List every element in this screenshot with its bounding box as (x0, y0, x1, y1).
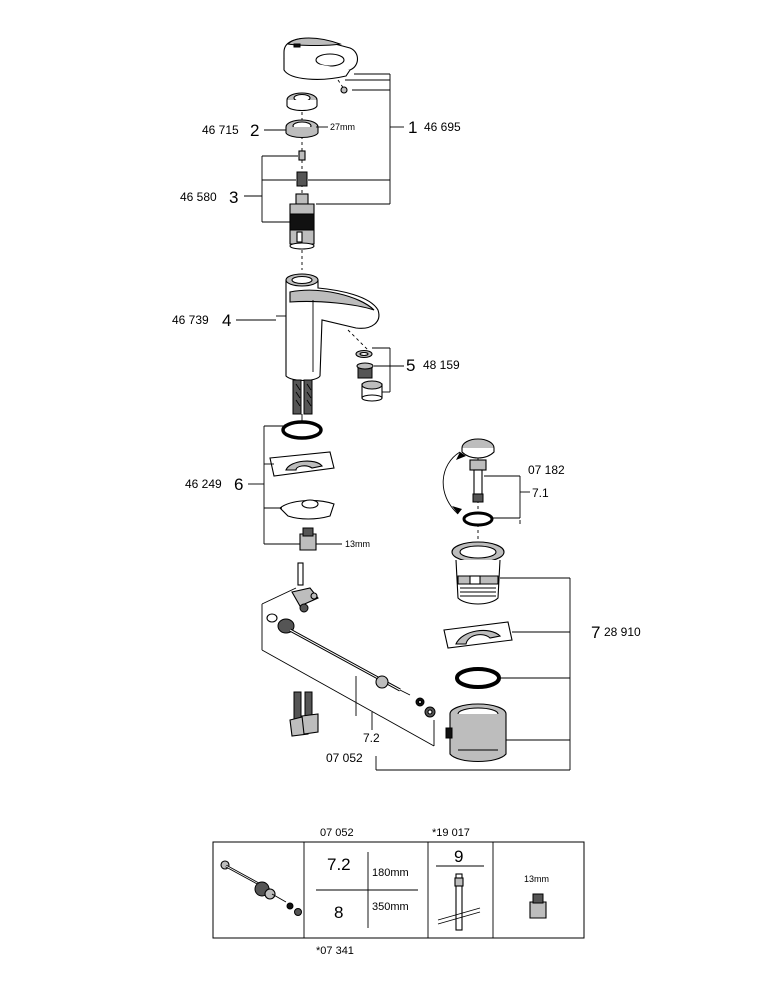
pull-rod-illustration (220, 860, 302, 916)
table-row2-len: 350mm (372, 901, 409, 913)
waste-nut (445, 703, 507, 762)
callout-2-num: 2 (250, 121, 259, 140)
waste-body (451, 541, 505, 605)
stem-adaptor (296, 171, 308, 187)
set-screw (340, 86, 348, 94)
nut-illustration (529, 893, 547, 919)
callout-6-num: 6 (234, 475, 243, 494)
lever-handle (283, 37, 359, 80)
table-row1-len: 180mm (372, 867, 409, 879)
callout-5-num: 5 (406, 356, 415, 375)
ring-nut (285, 119, 319, 139)
tool-illustration (437, 873, 481, 931)
cap-ring (286, 92, 318, 112)
callout-72-num: 7.2 (363, 731, 380, 745)
callout-7-num: 7 (591, 623, 600, 642)
callout-1-num: 1 (408, 118, 417, 137)
fixing-shim (269, 451, 335, 477)
waste-o-ring (455, 667, 501, 689)
callout-7-code: 28 910 (604, 625, 641, 639)
pop-up-plug (461, 438, 495, 503)
flex-hoses (289, 691, 319, 737)
table-nut-size: 13mm (524, 874, 549, 884)
aerator-set (355, 349, 383, 402)
table-row2-num: 8 (334, 903, 343, 922)
callout-2-code: 46 715 (202, 123, 239, 137)
callout-3-num: 3 (229, 188, 238, 207)
callout-6-code: 46 249 (185, 477, 222, 491)
callout-5-code: 48 159 (423, 358, 460, 372)
table-header-right: *19 017 (432, 827, 470, 839)
callout-71-code: 07 182 (528, 463, 565, 477)
waste-washer (443, 621, 513, 649)
supply-hoses (292, 379, 313, 422)
fixing-plate (279, 499, 335, 520)
spare-parts-table (212, 841, 585, 939)
o-ring (281, 420, 323, 440)
cartridge (289, 193, 315, 250)
plug-seal (462, 511, 494, 527)
callout-4-num: 4 (222, 311, 231, 330)
callout-1-code: 46 695 (424, 120, 461, 134)
table-header-left: 07 052 (320, 827, 354, 839)
callout-72-code: 07 052 (326, 751, 363, 765)
callout-6-size: 13mm (345, 539, 370, 549)
fixing-nut (299, 527, 317, 551)
table-row1-num: 7.2 (327, 855, 351, 874)
table-tool-num: 9 (454, 847, 463, 866)
callout-3-code: 46 580 (180, 190, 217, 204)
pull-rod-assembly (266, 562, 436, 718)
callout-2-size: 27mm (330, 122, 355, 132)
stem-screw (298, 150, 306, 161)
table-footer: *07 341 (316, 945, 354, 957)
callout-71-num: 7.1 (532, 486, 549, 500)
callout-4-code: 46 739 (172, 313, 209, 327)
